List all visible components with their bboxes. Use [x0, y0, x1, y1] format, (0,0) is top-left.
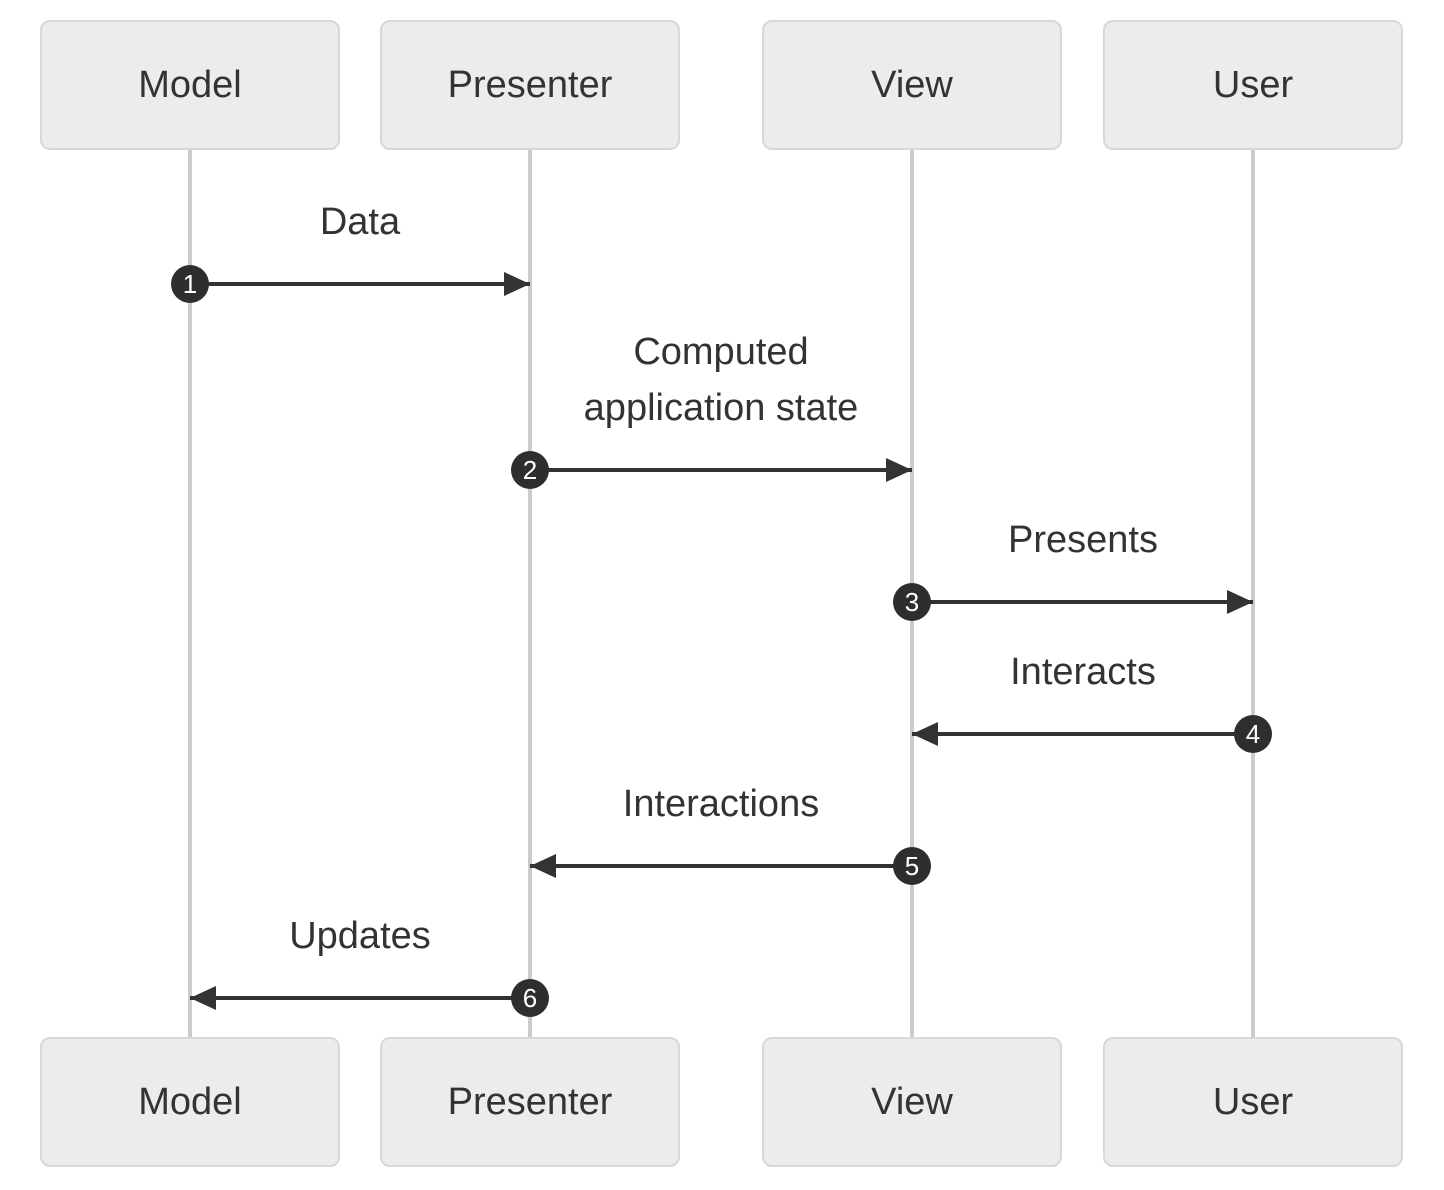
message-line: [190, 282, 530, 286]
message-label: Interacts: [1010, 651, 1156, 693]
message-line: [530, 864, 912, 868]
sequence-number-badge: 4: [1234, 715, 1272, 753]
message-line: [530, 468, 912, 472]
lifeline-presenter: [528, 148, 532, 1040]
actor-bottom-user: User: [1103, 1037, 1403, 1167]
message-line: [190, 996, 530, 1000]
actor-label: View: [871, 1080, 953, 1123]
arrowhead-right-icon: [886, 458, 912, 482]
message-line: [912, 600, 1253, 604]
actor-label: User: [1212, 1080, 1294, 1123]
actor-top-user: User: [1103, 20, 1403, 150]
message-label: Updates: [289, 915, 431, 957]
message-label: Data: [319, 201, 401, 243]
arrowhead-left-icon: [190, 986, 216, 1010]
lifeline-model: [188, 148, 192, 1040]
actor-label: Presenter: [447, 63, 613, 106]
arrowhead-right-icon: [1227, 590, 1253, 614]
actor-label: Model: [138, 63, 242, 106]
sequence-number-badge: 1: [171, 265, 209, 303]
lifeline-user: [1251, 148, 1255, 1040]
message-label: Interactions: [622, 783, 820, 825]
actor-label: Presenter: [447, 1080, 613, 1123]
arrowhead-right-icon: [504, 272, 530, 296]
message-label: Computed application state: [583, 331, 859, 429]
actor-bottom-view: View: [762, 1037, 1062, 1167]
actor-bottom-presenter: Presenter: [380, 1037, 680, 1167]
actor-top-model: Model: [40, 20, 340, 150]
actor-top-view: View: [762, 20, 1062, 150]
arrowhead-left-icon: [912, 722, 938, 746]
sequence-number-badge: 6: [511, 979, 549, 1017]
actor-label: Model: [138, 1080, 242, 1123]
actor-label: View: [871, 63, 953, 106]
arrowhead-left-icon: [530, 854, 556, 878]
sequence-number-badge: 3: [893, 583, 931, 621]
message-line: [912, 732, 1253, 736]
actor-bottom-model: Model: [40, 1037, 340, 1167]
actor-top-presenter: Presenter: [380, 20, 680, 150]
sequence-number-badge: 5: [893, 847, 931, 885]
actor-label: User: [1212, 63, 1294, 106]
sequence-number-badge: 2: [511, 451, 549, 489]
message-label: Presents: [1008, 519, 1158, 561]
